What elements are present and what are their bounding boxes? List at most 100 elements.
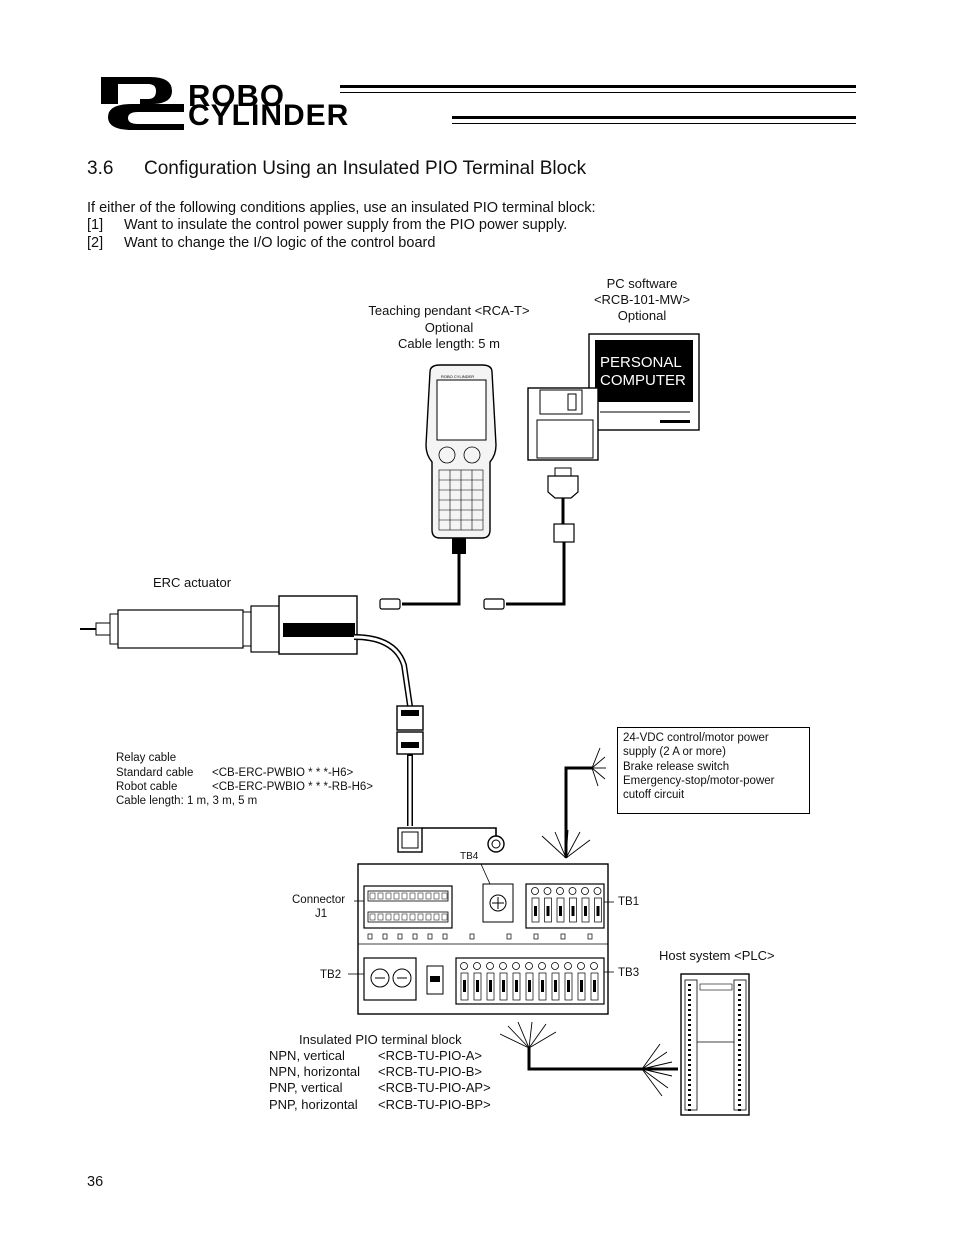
j1-pin bbox=[433, 892, 440, 900]
plc-terminal bbox=[688, 1099, 691, 1101]
tb1-screw bbox=[581, 887, 589, 895]
section-title: Configuration Using an Insulated PIO Ter… bbox=[144, 158, 587, 179]
plc-terminal bbox=[688, 1094, 691, 1096]
plc-terminal bbox=[738, 1079, 741, 1081]
teaching-pendant-icon: ROBO CYLINDER bbox=[425, 364, 497, 554]
relay-cable-length: Cable length: 1 m, 3 m, 5 m bbox=[116, 795, 258, 807]
j1-pin bbox=[385, 913, 392, 921]
j1-pin bbox=[369, 892, 376, 900]
pendant-label-line2: Optional bbox=[424, 320, 474, 335]
intro-item-2-text: Want to change the I/O logic of the cont… bbox=[124, 235, 436, 251]
relay-cable-standard-label: Standard cable bbox=[116, 767, 194, 779]
tb3-screw bbox=[590, 962, 598, 970]
header-rule-bottom-thin bbox=[452, 123, 856, 124]
test-point bbox=[533, 933, 539, 940]
erc-actuator-label: ERC actuator bbox=[153, 575, 232, 590]
power-note-line5: cutoff circuit bbox=[623, 789, 685, 801]
tb1-slot bbox=[534, 906, 537, 916]
relay-cable-robot-label: Robot cable bbox=[116, 781, 178, 793]
plc-terminal bbox=[688, 1009, 691, 1011]
plc-terminal bbox=[738, 1024, 741, 1026]
test-point bbox=[397, 933, 403, 940]
test-point bbox=[469, 933, 475, 940]
tb1-slot bbox=[596, 906, 600, 916]
plc-terminal bbox=[738, 1039, 741, 1041]
tb-row-1-label: NPN, vertical bbox=[269, 1048, 345, 1063]
plc-terminal bbox=[738, 1054, 741, 1056]
plc-terminal bbox=[688, 1024, 691, 1026]
tb3-label: TB3 bbox=[618, 967, 640, 979]
plc-terminal bbox=[738, 1049, 741, 1051]
tb3-slot bbox=[593, 980, 596, 992]
relay-cable-standard-model: <CB-ERC-PWBIO * * *-H6> bbox=[212, 767, 354, 779]
tb3-slot bbox=[489, 980, 492, 992]
plc-terminal bbox=[738, 1094, 741, 1096]
plc-terminal bbox=[738, 984, 741, 986]
tb-row-2-model: <RCB-TU-PIO-B> bbox=[378, 1064, 483, 1079]
j1-pin bbox=[409, 892, 416, 900]
tb3-slot bbox=[502, 980, 505, 992]
j1-pin bbox=[433, 913, 440, 921]
j1-pin bbox=[393, 892, 400, 900]
plc-terminal bbox=[738, 994, 741, 996]
power-note-line1: 24-VDC control/motor power bbox=[623, 732, 769, 744]
tb1-screw bbox=[531, 887, 539, 895]
rc-logo-icon: RC bbox=[101, 77, 184, 130]
plc-terminal bbox=[688, 1059, 691, 1061]
plc-terminal bbox=[688, 1034, 691, 1036]
plc-terminal bbox=[688, 984, 691, 986]
test-point bbox=[382, 933, 388, 940]
intro-item-1-marker: [1] bbox=[87, 217, 104, 233]
j1-pin bbox=[401, 892, 408, 900]
plc-terminal bbox=[688, 1079, 691, 1081]
tb-row-1-model: <RCB-TU-PIO-A> bbox=[378, 1048, 483, 1063]
relay-cable-title: Relay cable bbox=[116, 752, 177, 764]
tb3-slot bbox=[580, 980, 583, 992]
tb1-screw bbox=[543, 887, 552, 895]
plc-terminal bbox=[738, 989, 741, 991]
plc-terminal bbox=[688, 1064, 691, 1066]
plc-terminal bbox=[688, 1074, 691, 1076]
j1-pin bbox=[425, 892, 432, 900]
terminal-block-title: Insulated PIO terminal block bbox=[299, 1032, 462, 1047]
connector-label-line2: J1 bbox=[315, 908, 328, 920]
plc-terminal bbox=[738, 1099, 741, 1101]
plc-terminal bbox=[688, 999, 691, 1001]
plc-terminal bbox=[688, 1089, 691, 1091]
pendant-label-line3: Cable length: 5 m bbox=[398, 336, 500, 351]
erc-actuator-icon bbox=[80, 595, 358, 655]
intro-item-2-marker: [2] bbox=[87, 235, 104, 251]
tb2-label: TB2 bbox=[320, 969, 342, 981]
plc-terminal bbox=[688, 1014, 691, 1016]
plc-terminal bbox=[738, 1074, 741, 1076]
page-number: 36 bbox=[87, 1174, 104, 1190]
tb1-slot bbox=[584, 906, 587, 916]
pc-software-label-line3: Optional bbox=[617, 308, 667, 323]
tb3-screw bbox=[538, 962, 546, 970]
personal-computer-icon bbox=[588, 333, 700, 431]
plc-terminal bbox=[738, 1034, 741, 1036]
tb-row-3-label: PNP, vertical bbox=[269, 1080, 343, 1095]
tb3-slot bbox=[567, 980, 570, 992]
floppy-disk-icon bbox=[527, 387, 599, 461]
logo-cylinder: CYLINDER bbox=[188, 99, 350, 132]
test-point bbox=[412, 933, 418, 940]
test-point bbox=[367, 933, 373, 940]
tb1-slot bbox=[571, 906, 575, 916]
j1-pin bbox=[417, 913, 424, 921]
tb3-screw bbox=[499, 962, 507, 970]
plc-terminal bbox=[688, 1104, 691, 1106]
test-point bbox=[560, 933, 566, 940]
pc-screen-line2: COMPUTER bbox=[600, 372, 686, 389]
j1-pin bbox=[393, 913, 400, 921]
tb1-slot bbox=[559, 906, 562, 916]
tb3-screw bbox=[512, 962, 520, 970]
plc-terminal bbox=[688, 1084, 691, 1086]
plc-terminal bbox=[688, 1049, 691, 1051]
relay-cable-robot-model: <CB-ERC-PWBIO * * *-RB-H6> bbox=[212, 781, 374, 793]
tb3-slot bbox=[528, 980, 531, 992]
plc-terminal bbox=[738, 1104, 741, 1106]
pendant-label-line1: Teaching pendant <RCA-T> bbox=[368, 303, 530, 318]
plc-terminal bbox=[738, 1084, 741, 1086]
test-point bbox=[442, 933, 448, 940]
